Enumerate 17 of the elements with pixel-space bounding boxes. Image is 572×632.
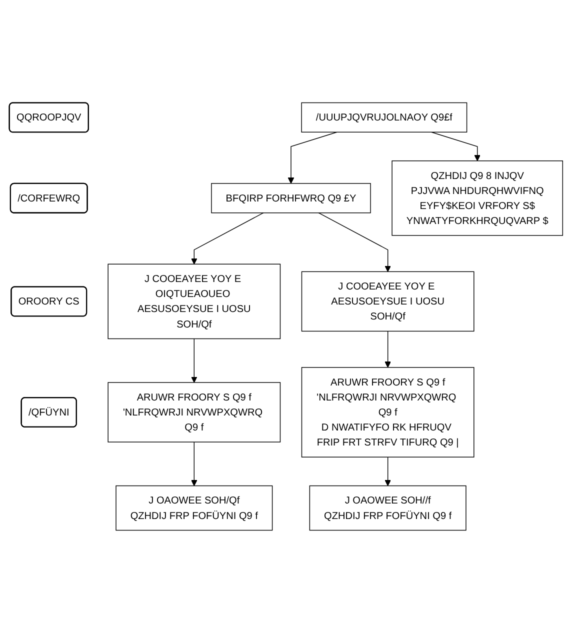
arrow (318, 212, 391, 272)
node-box: J COOEAYEE YOY E OIQTUEAOUEO AESUSOEYSUE I UOSU SOH/Qf (108, 263, 281, 339)
arrow (288, 131, 338, 184)
node-box: J COOEAYEE YOY E AESUSOEYSUE I UOSU SOH/Qf (301, 270, 474, 332)
node-box: J OAOWEE SOH//f QZHDIJ FRP FOFÜYNI Q9 f (309, 484, 466, 530)
arrow (191, 212, 264, 264)
node-box: J OAOWEE SOH/Qf QZHDIJ FRP FOFÜYNI Q9 f (116, 484, 273, 530)
node-box: ARUWR FROORY S Q9 f 'NLFRQWRJI NRVWPXQWRQ Q9 f (108, 382, 281, 442)
arrow (191, 338, 198, 382)
arrow (384, 456, 391, 486)
node-box: /UUUPJQVRUJOLNAOY Q9£f (301, 102, 468, 132)
arrow (384, 330, 391, 368)
arrow (191, 441, 198, 486)
node-box: BFQIRP FORHFWRQ Q9 £Y (211, 182, 371, 213)
node-box: QZHDIJ Q9 8 INJQV PJJVWA NHDURQHWVIFNQ EYFY$KEOI VRFORY S$ YNWATYFORKHRQUQVARP $ (392, 160, 564, 236)
arrow (430, 131, 481, 161)
node-box: ARUWR FROORY S Q9 f 'NLFRQWRJI NRVWPXQWRQ Q9 f D NWATIFYFO RK HFRUQV FRIP FRT STRFV TIFURQ Q9 | (301, 366, 474, 457)
